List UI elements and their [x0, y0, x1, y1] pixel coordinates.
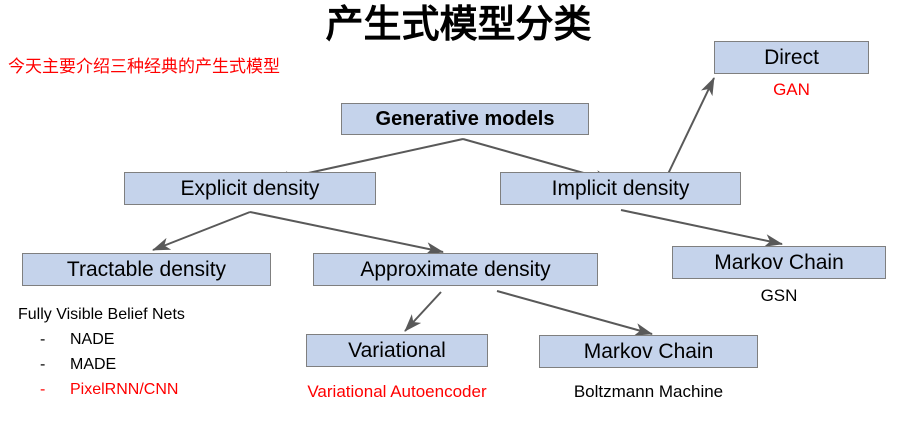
node-markov-chain-bottom[interactable]: Markov Chain — [539, 335, 758, 368]
edge-implicit-direct — [667, 77, 715, 175]
node-variational[interactable]: Variational — [306, 334, 488, 367]
edge-approximate-markov — [496, 290, 653, 336]
node-variational-label: Variational — [348, 338, 446, 362]
node-markov-chain-right-label: Markov Chain — [714, 250, 844, 274]
node-approximate-density-label: Approximate density — [360, 257, 551, 281]
tractable-density-examples: Fully Visible Belief Nets - NADE - MADE - P… — [18, 302, 185, 402]
node-tractable-density[interactable]: Tractable density — [22, 253, 271, 286]
examples-heading: Fully Visible Belief Nets — [18, 306, 185, 323]
caption-gan: GAN — [773, 80, 810, 99]
node-direct-label: Direct — [764, 45, 819, 69]
node-explicit-density-label: Explicit density — [180, 176, 320, 200]
caption-gsn: GSN — [760, 286, 798, 305]
node-generative-models[interactable]: Generative models — [341, 103, 589, 135]
node-markov-chain-bottom-label: Markov Chain — [583, 339, 714, 363]
edge-implicit-markov — [620, 209, 783, 247]
node-implicit-density[interactable]: Implicit density — [500, 172, 741, 205]
list-item: - NADE — [18, 327, 185, 352]
node-tractable-density-label: Tractable density — [66, 257, 227, 281]
edge-approximate-variational — [404, 291, 442, 332]
bullet-dash: - — [40, 356, 46, 373]
node-explicit-density[interactable]: Explicit density — [124, 172, 376, 205]
node-implicit-density-label: Implicit density — [551, 176, 690, 200]
node-markov-chain-right[interactable]: Markov Chain — [672, 246, 886, 279]
list-item: - PixelRNN/CNN — [18, 377, 185, 402]
list-item-label: PixelRNN/CNN — [70, 381, 179, 398]
bullet-dash: - — [40, 331, 46, 348]
bullet-dash: - — [40, 381, 46, 398]
node-generative-models-label: Generative models — [375, 107, 555, 130]
page-title: 产生式模型分类 — [325, 2, 592, 46]
list-item-label: MADE — [70, 356, 117, 373]
intro-note: 今天主要介绍三种经典的产生式模型 — [8, 57, 280, 77]
edge-explicit-approximate — [249, 211, 444, 255]
node-approximate-density[interactable]: Approximate density — [313, 253, 598, 286]
node-direct[interactable]: Direct — [714, 41, 869, 74]
caption-boltzmann-machine: Boltzmann Machine — [573, 382, 724, 401]
list-item-label: NADE — [70, 331, 115, 348]
edge-explicit-tractable — [152, 211, 251, 251]
list-item: - MADE — [18, 352, 185, 377]
caption-variational-autoencoder: Variational Autoencoder — [307, 382, 487, 401]
